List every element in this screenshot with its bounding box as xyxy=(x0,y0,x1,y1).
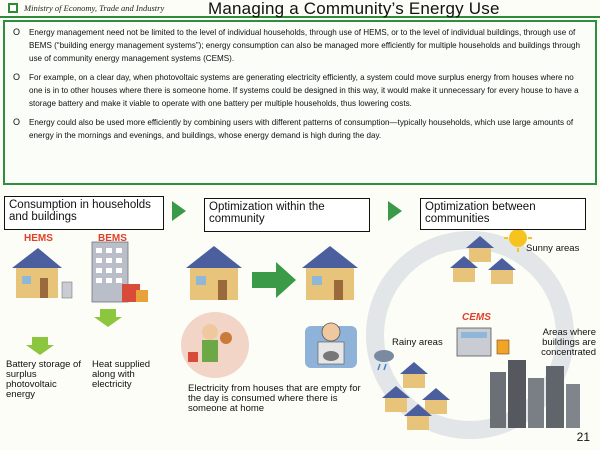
bullet-marker: O xyxy=(13,117,21,127)
electricity-sharing-caption: Electricity from houses that are empty f… xyxy=(188,383,361,414)
arrow-down-icon xyxy=(26,337,54,355)
ministry-logo-icon xyxy=(8,3,18,13)
battery-storage-caption: Battery storage of surplus photovoltaic … xyxy=(6,359,81,400)
bullet-text: For example, on a clear day, when photov… xyxy=(29,73,579,108)
arrow-right-icon xyxy=(252,262,296,298)
sun-icon xyxy=(504,224,532,252)
family-icon xyxy=(181,312,249,378)
rain-cloud-icon xyxy=(374,350,394,371)
house-icon xyxy=(450,256,478,282)
bullet-text: Energy management need not be limited to… xyxy=(29,28,580,63)
house-icon xyxy=(382,386,410,412)
bullet-item: O Energy could also be used more efficie… xyxy=(13,116,589,142)
sunny-areas-label: Sunny areas xyxy=(526,243,580,254)
section-arrow-icon xyxy=(172,201,186,221)
slide-header: Ministry of Economy, Trade and Industry … xyxy=(0,0,600,18)
house-icon xyxy=(400,362,428,388)
elderly-person-icon xyxy=(305,322,357,368)
heat-supply-caption: Heat supplied along with electricity xyxy=(92,359,151,390)
city-buildings-icon xyxy=(490,360,580,428)
bullet-text: Energy could also be used more efficient… xyxy=(29,118,574,140)
arrow-down-icon xyxy=(94,309,122,327)
cems-label: CEMS xyxy=(462,312,491,323)
cycle-ring-icon xyxy=(366,231,574,439)
office-building-icon xyxy=(91,241,148,303)
bems-label: BEMS xyxy=(98,233,127,244)
house-icon xyxy=(488,258,516,284)
section-community-optimization: Optimization within the community xyxy=(204,198,370,232)
battery-icon xyxy=(496,339,510,355)
buildings-areas-label: Areas where buildings are concentrated xyxy=(541,327,596,358)
house-icon xyxy=(422,388,450,414)
ministry-name: Ministry of Economy, Trade and Industry xyxy=(24,3,165,13)
house-icon xyxy=(302,246,358,300)
description-box: O Energy management need not be limited … xyxy=(3,20,597,185)
bullet-marker: O xyxy=(13,72,21,82)
section-consumption: Consumption in households and buildings xyxy=(4,196,164,230)
storage-battery-icon xyxy=(456,327,492,357)
house-icon xyxy=(12,248,73,299)
house-icon xyxy=(404,404,432,430)
hems-label: HEMS xyxy=(24,233,53,244)
section-arrow-icon xyxy=(388,201,402,221)
page-title: Managing a Community’s Energy Use xyxy=(208,0,500,18)
rainy-areas-label: Rainy areas xyxy=(392,337,443,348)
bullet-marker: O xyxy=(13,27,21,37)
house-icon xyxy=(466,236,494,262)
bullet-item: O For example, on a clear day, when phot… xyxy=(13,71,589,110)
page-number: 21 xyxy=(576,430,590,444)
bullet-item: O Energy management need not be limited … xyxy=(13,26,589,65)
section-inter-community-optimization: Optimization between communities xyxy=(420,198,586,230)
house-icon xyxy=(186,246,242,300)
